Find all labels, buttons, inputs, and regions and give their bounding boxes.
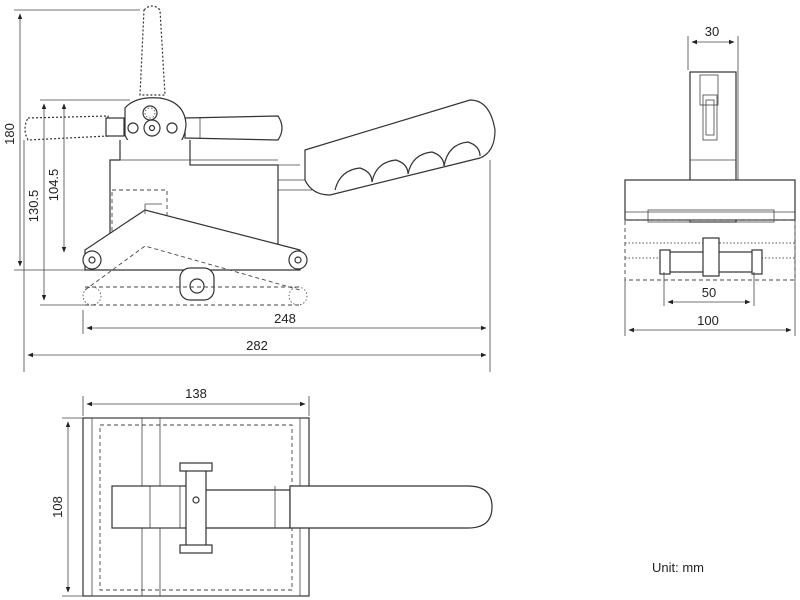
dim-50-label: 50 — [702, 285, 716, 300]
dim-top-view-width: 138 — [82, 386, 310, 416]
dim-108-label: 108 — [50, 496, 65, 518]
dim-length-base: 248 — [82, 160, 491, 372]
dim-138-label: 138 — [185, 386, 207, 401]
unit-label: Unit: mm — [652, 560, 704, 575]
dim-180-label: 180 — [2, 123, 17, 145]
right-short-handle — [184, 115, 283, 141]
dim-30-label: 30 — [705, 24, 719, 39]
dim-base-width: 100 — [624, 220, 796, 336]
top-view: 138 108 — [50, 386, 493, 597]
top-view-body — [82, 417, 493, 597]
dim-inner-width: 50 — [663, 272, 755, 306]
dim-length-total: 282 — [23, 140, 487, 372]
dim-height-pivot: 104.5 — [46, 103, 67, 253]
side-view: 180 130.5 104.5 248 282 — [2, 5, 496, 372]
dim-100-label: 100 — [697, 313, 719, 328]
dim-top-view-depth: 108 — [50, 417, 83, 597]
end-view-body — [624, 71, 796, 281]
dim-130-5-label: 130.5 — [26, 190, 41, 223]
left-handle — [24, 115, 125, 141]
vertical-handle — [139, 5, 166, 96]
dim-282-label: 282 — [246, 338, 268, 353]
dim-top-width: 30 — [687, 24, 739, 180]
end-view: 30 50 100 — [624, 24, 796, 336]
dim-height-lever: 130.5 — [26, 99, 130, 306]
linkage — [82, 203, 308, 306]
dim-104-5-label: 104.5 — [46, 169, 61, 202]
main-handle — [304, 99, 496, 196]
dim-248-label: 248 — [274, 311, 296, 326]
dim-height-total: 180 — [2, 9, 140, 271]
